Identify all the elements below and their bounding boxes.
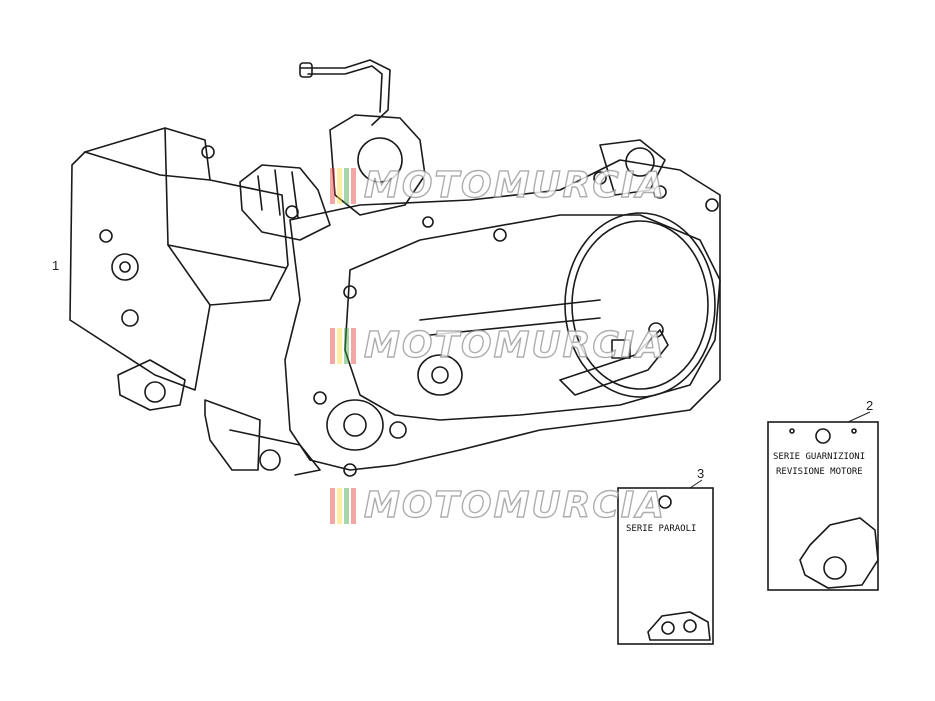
oil-seal-kit-card [617, 487, 714, 645]
watermark-text: MOTOMURCIA [363, 484, 667, 526]
watermark-stripes [330, 167, 358, 204]
carburettor [329, 114, 426, 216]
watermark-stripe [344, 487, 349, 524]
callout-2: 2 [866, 398, 874, 413]
watermark-stripe [330, 167, 335, 204]
watermark-stripe [337, 167, 342, 204]
watermark-top: MOTOMURCIA [330, 164, 667, 207]
watermark-text: MOTOMURCIA [363, 324, 667, 366]
transmission-cover [344, 214, 721, 421]
callout-1: 1 [52, 258, 60, 273]
watermark-stripe [351, 167, 356, 204]
watermark-stripes [330, 487, 358, 524]
watermark-stripe [344, 167, 349, 204]
watermark-stripe [337, 327, 342, 364]
gasket-kit-line1: SERIE GUARNIZIONI [773, 452, 865, 462]
watermark-stripes [330, 327, 358, 364]
watermark-text: MOTOMURCIA [363, 164, 667, 206]
watermark-stripe [330, 487, 335, 524]
watermark-stripe [337, 487, 342, 524]
watermark-stripe [344, 327, 349, 364]
oil-seal-kit-label: SERIE PARAOLI [626, 524, 696, 534]
watermark-stripe [351, 327, 356, 364]
gasket-kit-line2: REVISIONE MOTORE [776, 467, 863, 477]
callout-3: 3 [697, 466, 705, 481]
gasket-kit-card [767, 421, 879, 591]
watermark-middle: MOTOMURCIA [330, 324, 667, 367]
crankcase [284, 159, 721, 471]
watermark-stripe [351, 487, 356, 524]
fan-shroud [69, 127, 289, 391]
watermark-bottom: MOTOMURCIA [330, 484, 667, 527]
watermark-stripe [330, 327, 335, 364]
